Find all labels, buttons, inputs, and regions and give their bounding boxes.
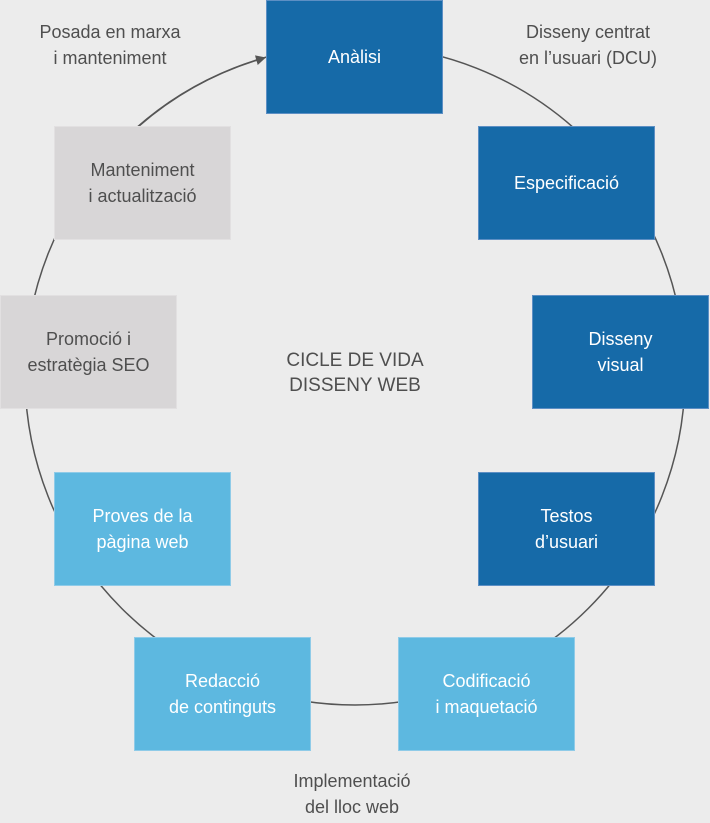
step-testos-usuari: Testos d’usuari xyxy=(478,472,655,586)
step-redaccio: Redacció de continguts xyxy=(134,637,311,751)
step-label: Anàlisi xyxy=(327,47,382,67)
step-label: Manteniment i actualització xyxy=(88,160,197,206)
step-label: Proves de la pàgina web xyxy=(92,506,193,552)
step-label: Promoció i estratègia SEO xyxy=(27,329,150,375)
step-especificacio: Especificació xyxy=(478,126,655,240)
step-proves: Proves de la pàgina web xyxy=(54,472,231,586)
step-label: Especificació xyxy=(513,173,620,193)
step-manteniment: Manteniment i actualització xyxy=(54,126,231,240)
diagram-title: CICLE DE VIDA DISSENY WEB xyxy=(286,350,424,396)
step-label: Redacció de continguts xyxy=(168,671,277,717)
step-label: Testos d’usuari xyxy=(534,506,599,552)
phase-label-dcu: Disseny centrat en l’usuari (DCU) xyxy=(518,22,658,68)
cycle-arrow xyxy=(138,55,266,127)
phase-label-implementacio: Implementació del lloc web xyxy=(293,771,411,817)
step-codificacio: Codificació i maquetació xyxy=(398,637,575,751)
step-disseny-visual: Disseny visual xyxy=(532,295,709,409)
step-label: Codificació i maquetació xyxy=(435,671,538,717)
phase-label-posada: Posada en marxa i manteniment xyxy=(39,22,181,68)
step-label: Disseny visual xyxy=(588,329,653,375)
step-analisi: Anàlisi xyxy=(266,0,443,114)
step-promocio-seo: Promoció i estratègia SEO xyxy=(0,295,177,409)
